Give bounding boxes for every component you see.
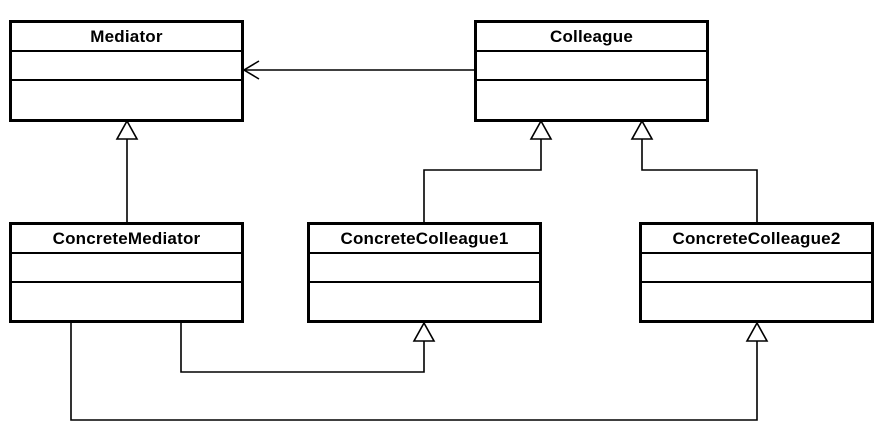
operations-compartment <box>310 283 539 320</box>
class-concrete-colleague2: ConcreteColleague2 <box>639 222 874 323</box>
attributes-compartment <box>477 52 706 81</box>
class-name: ConcreteColleague2 <box>642 225 871 254</box>
attributes-compartment <box>12 52 241 81</box>
class-name: ConcreteColleague1 <box>310 225 539 254</box>
hollow-triangle <box>115 119 139 140</box>
operations-compartment <box>12 283 241 320</box>
class-name: Mediator <box>12 23 241 52</box>
generalization-concretecolleague2-colleague <box>641 139 758 222</box>
link-concretemediator-concretecolleague1 <box>180 322 425 373</box>
hollow-triangle <box>630 119 654 140</box>
class-concrete-colleague1: ConcreteColleague1 <box>307 222 542 323</box>
hollow-triangle <box>412 321 436 342</box>
attributes-compartment <box>310 254 539 283</box>
attributes-compartment <box>642 254 871 283</box>
hollow-triangle <box>745 321 769 342</box>
class-concrete-mediator: ConcreteMediator <box>9 222 244 323</box>
operations-compartment <box>642 283 871 320</box>
generalization-concretecolleague1-colleague <box>423 139 542 222</box>
operations-compartment <box>477 81 706 119</box>
class-name: ConcreteMediator <box>12 225 241 254</box>
class-name: Colleague <box>477 23 706 52</box>
class-colleague: Colleague <box>474 20 709 122</box>
open-arrowhead <box>242 60 260 80</box>
operations-compartment <box>12 81 241 119</box>
class-mediator: Mediator <box>9 20 244 122</box>
link-concretemediator-concretecolleague2 <box>70 322 758 421</box>
hollow-triangle <box>529 119 553 140</box>
attributes-compartment <box>12 254 241 283</box>
